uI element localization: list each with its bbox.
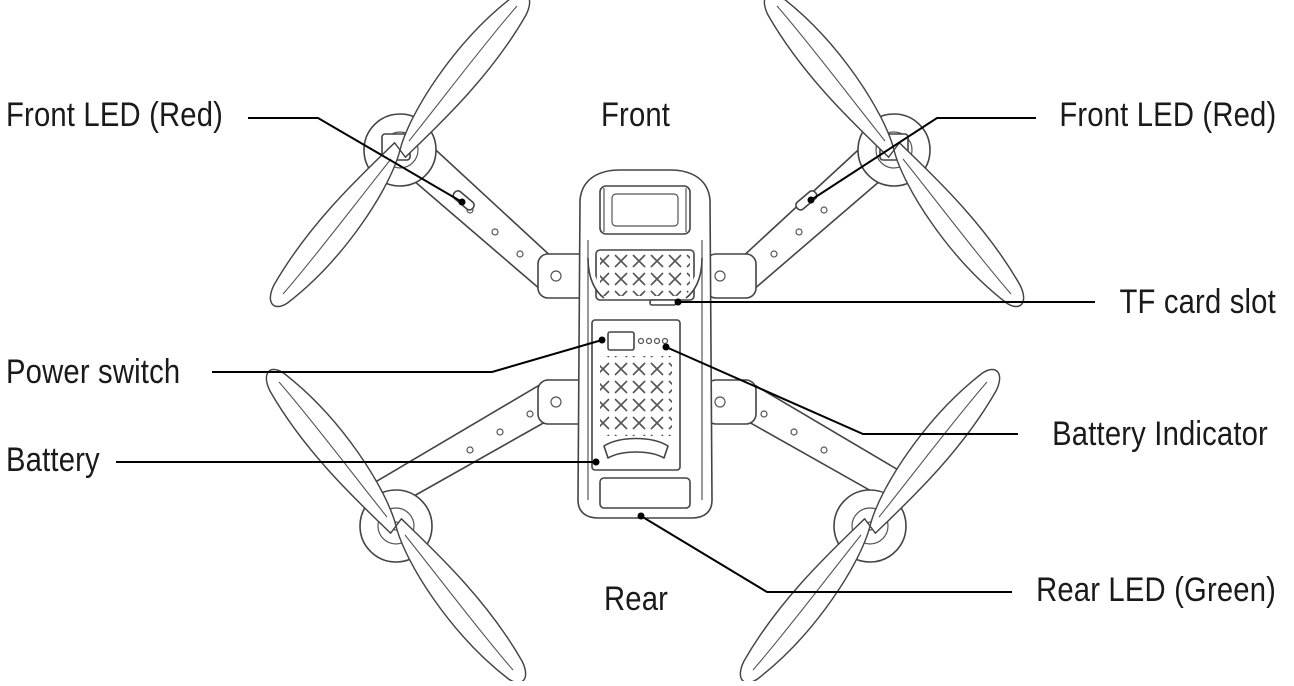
tf-card-slot (649, 299, 677, 306)
leader-dot (458, 198, 466, 206)
arm-mount-tabs (537, 253, 757, 425)
drone-body (577, 169, 713, 519)
leader-battery-indicator (665, 346, 1018, 435)
leader-power-switch (212, 339, 603, 373)
label-front-led-right: Front LED (Red) (1058, 96, 1276, 134)
camera-gimbal (599, 185, 691, 235)
label-power-switch: Power switch (6, 353, 181, 391)
label-front-led-left: Front LED (Red) (6, 96, 224, 134)
label-rear-led: Rear LED (Green) (1035, 571, 1276, 609)
leader-dot (662, 343, 670, 351)
leader-dot (807, 196, 815, 204)
leader-dot (637, 512, 645, 520)
leader-dot (592, 458, 600, 466)
leader-lines (116, 117, 1095, 593)
leader-rear-led (640, 515, 1012, 593)
leader-front-led-left (248, 117, 463, 203)
leader-front-led-right (810, 117, 1036, 201)
label-battery: Battery (6, 441, 100, 479)
front-title: Front (601, 96, 671, 134)
rear-title: Rear (604, 580, 669, 618)
power-switch-button (607, 331, 635, 351)
leader-dot (598, 336, 606, 344)
leader-dot (674, 298, 682, 306)
label-tf-card-slot: TF card slot (1119, 283, 1276, 321)
label-battery-indicator: Battery Indicator (1052, 415, 1268, 453)
